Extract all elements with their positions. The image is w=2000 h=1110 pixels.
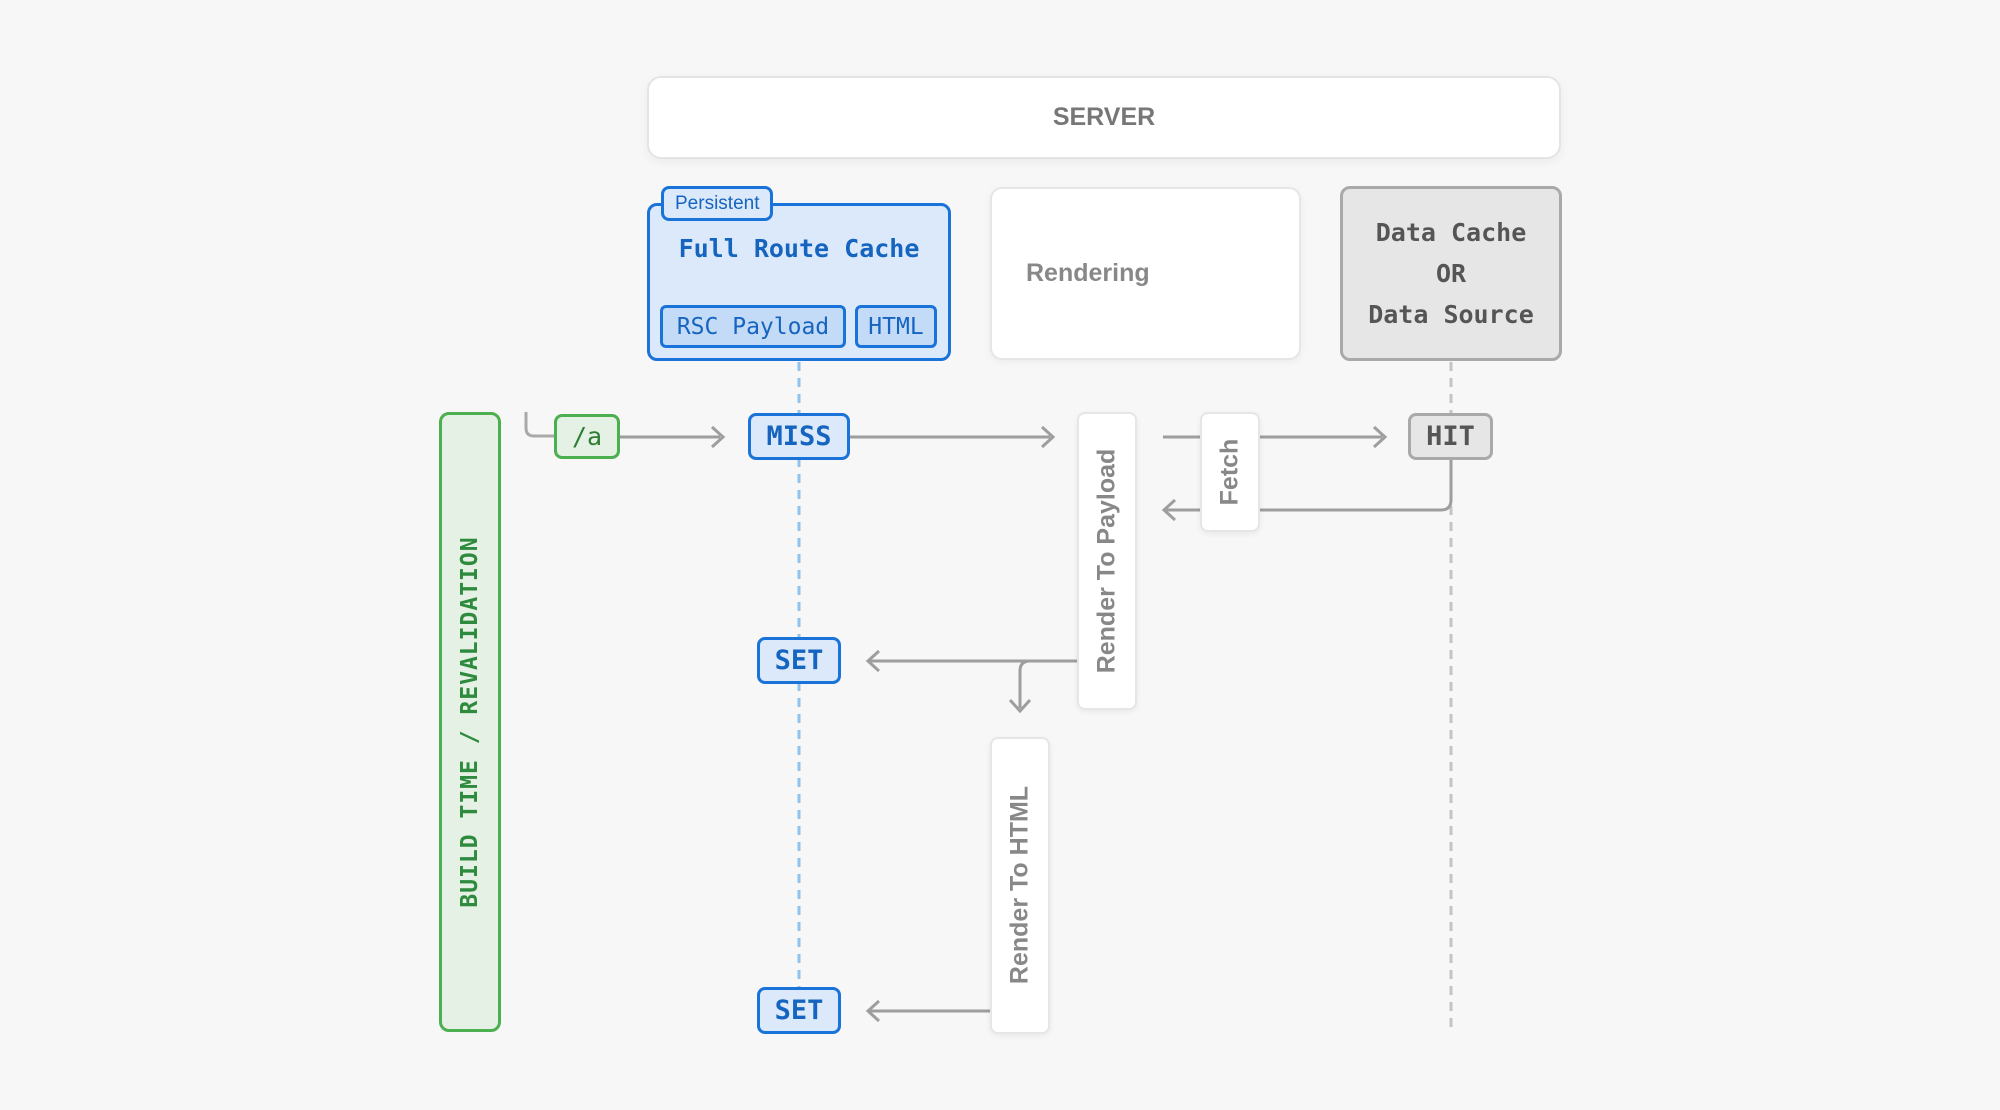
server-header: SERVER [647,76,1561,159]
payload-to-html-branch [1018,659,1031,708]
rsc-payload-tag: RSC Payload [660,305,846,348]
render-to-payload-box [1077,412,1137,710]
html-tag: HTML [855,305,937,348]
build-time-label: BUILD TIME / REVALIDATION [457,536,483,908]
hit-badge: HIT [1408,413,1493,460]
payload-to-html-arrowhead [1008,698,1032,714]
persistent-badge: Persistent [661,186,774,221]
fetch-response-arrowhead [1161,498,1177,522]
data-cache-line-2: OR [1435,259,1467,288]
fetch-label: Fetch [1215,438,1244,506]
data-cache-line-3: Data Source [1368,300,1534,329]
full-route-cache-title: Full Route Cache [678,234,920,263]
fetch-request-arrowhead [1372,425,1388,449]
html-to-set-arrowhead [865,999,881,1023]
render-to-html-label: Render To HTML [1005,785,1034,985]
render-to-html-box [990,737,1050,1034]
route-to-miss-arrowhead [710,425,726,449]
route-tag: /a [554,414,620,459]
data-cache-box: Data Cache OR Data Source [1340,186,1562,361]
fetch-response-line [1260,460,1453,512]
set-payload-badge: SET [757,637,841,684]
build-time-box [439,412,501,1032]
render-to-payload-label: Render To Payload [1092,448,1121,674]
miss-badge: MISS [748,413,850,460]
data-cache-line-1: Data Cache [1375,218,1527,247]
set-html-badge: SET [757,987,841,1034]
rendering-box: Rendering [990,187,1301,360]
fetch-box [1200,412,1260,532]
miss-to-render-arrowhead [1040,425,1056,449]
payload-to-set-arrowhead [865,649,881,673]
rendering-label: Rendering [1026,259,1150,287]
build-time-connector [524,412,554,438]
